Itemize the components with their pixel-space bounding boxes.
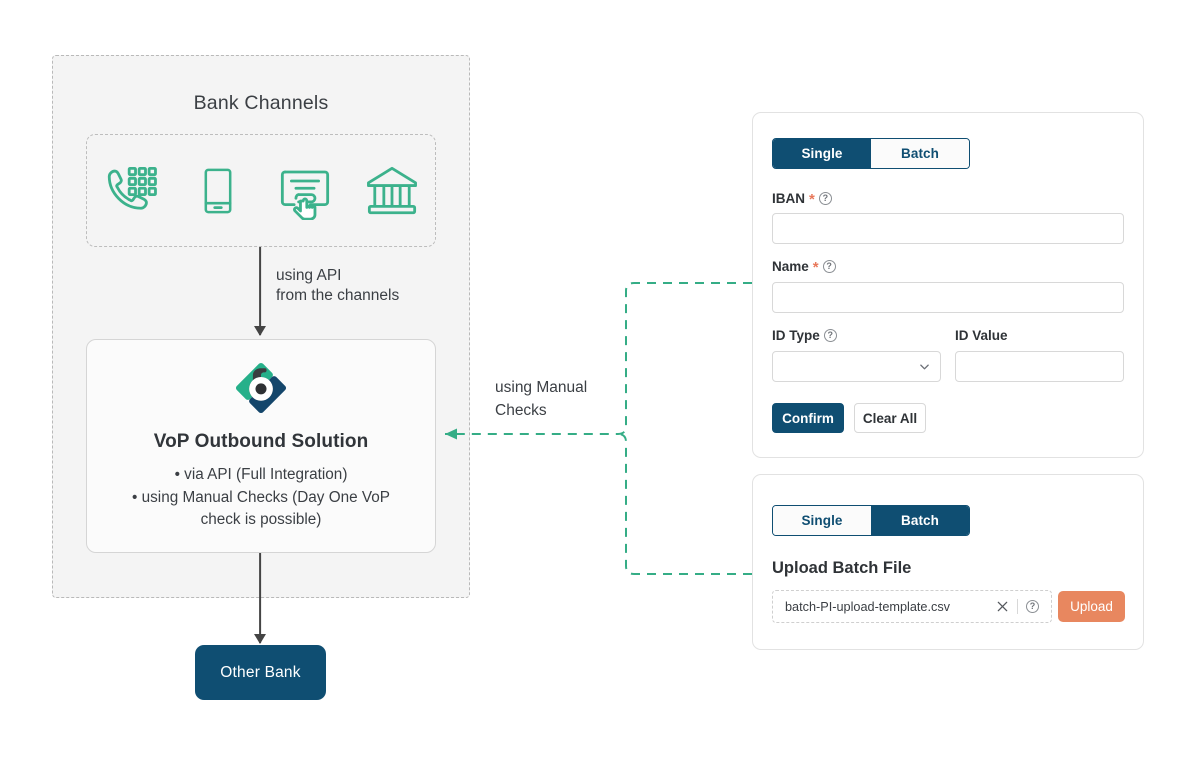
manual-connector-label: using Manual Checks	[495, 379, 588, 419]
vop-bullet-list: • via API (Full Integration) • using Man…	[102, 464, 420, 532]
batch-panel-tabs[interactable]: Single Batch	[772, 505, 970, 536]
channel-icons-group	[86, 134, 436, 247]
selected-file-chip[interactable]: batch-PI-upload-template.csv ?	[772, 590, 1052, 623]
chevron-down-icon	[920, 364, 929, 370]
clear-all-button[interactable]: Clear All	[854, 403, 926, 433]
vop-diamond-logo	[232, 359, 290, 417]
upload-button[interactable]: Upload	[1058, 591, 1125, 622]
name-required-asterisk: *	[812, 259, 819, 276]
id-value-label: ID Value	[955, 328, 1008, 343]
vop-bullet-1: • using Manual Checks (Day One VoP	[132, 488, 390, 506]
batch-tab-single[interactable]: Single	[773, 506, 871, 535]
bank-channels-title: Bank Channels	[193, 92, 329, 114]
upload-help-icon[interactable]: ?	[1026, 600, 1039, 613]
api-flow-arrow	[254, 247, 266, 336]
id-value-input[interactable]	[955, 351, 1124, 382]
iban-required-asterisk: *	[809, 191, 815, 208]
vop-bullet-2: check is possible)	[200, 511, 322, 528]
iban-label: IBAN * ?	[772, 191, 832, 208]
vop-title: VoP Outbound Solution	[153, 431, 369, 452]
other-bank-flow-arrow	[254, 553, 266, 644]
id-type-label: ID Type ?	[772, 328, 837, 343]
name-input[interactable]	[772, 282, 1124, 313]
name-label: Name * ?	[772, 259, 836, 276]
online-form-click-icon	[274, 160, 336, 222]
api-connector-label: using API from the channels	[276, 267, 400, 304]
close-icon[interactable]	[996, 600, 1009, 613]
file-name-label: batch-PI-upload-template.csv	[785, 599, 951, 614]
id-type-label-text: ID Type	[772, 328, 820, 343]
id-type-help-icon[interactable]: ?	[823, 329, 837, 342]
mobile-phone-icon	[187, 160, 249, 222]
confirm-button[interactable]: Confirm	[772, 403, 844, 433]
chip-divider	[1017, 599, 1018, 614]
batch-tab-batch[interactable]: Batch	[871, 506, 969, 535]
tab-batch[interactable]: Batch	[871, 139, 969, 168]
id-value-label-text: ID Value	[955, 328, 1008, 343]
phone-keypad-icon	[100, 160, 162, 222]
vop-bullet-0: • via API (Full Integration)	[174, 466, 348, 483]
bank-building-icon	[361, 160, 423, 222]
tab-single[interactable]: Single	[773, 139, 871, 168]
iban-help-icon[interactable]: ?	[818, 192, 832, 205]
iban-input[interactable]	[772, 213, 1124, 244]
name-label-text: Name	[772, 259, 809, 274]
id-type-select[interactable]	[772, 351, 941, 382]
vop-outbound-solution-card: VoP Outbound Solution • via API (Full In…	[86, 339, 436, 553]
single-panel-tabs[interactable]: Single Batch	[772, 138, 970, 169]
upload-batch-file-title: Upload Batch File	[772, 559, 912, 577]
other-bank-node: Other Bank	[195, 645, 326, 700]
iban-label-text: IBAN	[772, 191, 805, 206]
name-help-icon[interactable]: ?	[822, 260, 836, 273]
